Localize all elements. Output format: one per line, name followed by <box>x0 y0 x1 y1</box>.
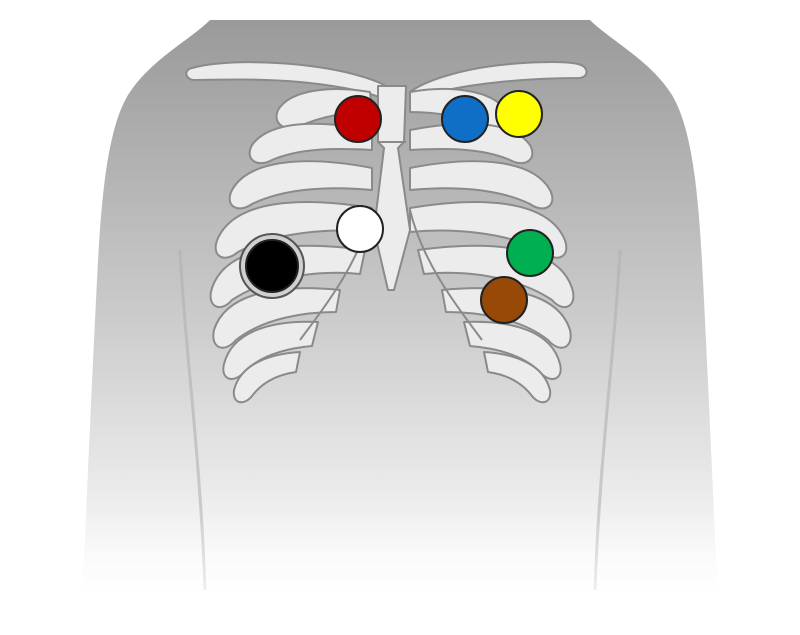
electrode-yellow-pad <box>495 90 543 138</box>
electrode-black[interactable] <box>239 233 305 299</box>
electrode-blue[interactable] <box>441 95 489 143</box>
left-rib-3 <box>228 160 373 210</box>
right-rib-3 <box>409 160 554 210</box>
left-rib-8 <box>232 351 301 404</box>
right-rib-8 <box>483 351 552 404</box>
electrode-blue-pad <box>441 95 489 143</box>
electrode-yellow[interactable] <box>495 90 543 138</box>
right-rib-7 <box>463 320 562 380</box>
electrode-white-pad <box>336 205 384 253</box>
electrode-green[interactable] <box>506 229 554 277</box>
electrode-black-pad <box>245 239 299 293</box>
electrode-white[interactable] <box>336 205 384 253</box>
electrode-red-pad <box>334 95 382 143</box>
electrode-brown-pad <box>480 276 528 324</box>
right-costal-margin <box>409 209 483 341</box>
left-rib-7 <box>222 320 319 380</box>
electrode-layer <box>239 90 554 324</box>
sternum <box>373 85 411 291</box>
electrode-green-pad <box>506 229 554 277</box>
electrode-brown[interactable] <box>480 276 528 324</box>
electrode-red[interactable] <box>334 95 382 143</box>
